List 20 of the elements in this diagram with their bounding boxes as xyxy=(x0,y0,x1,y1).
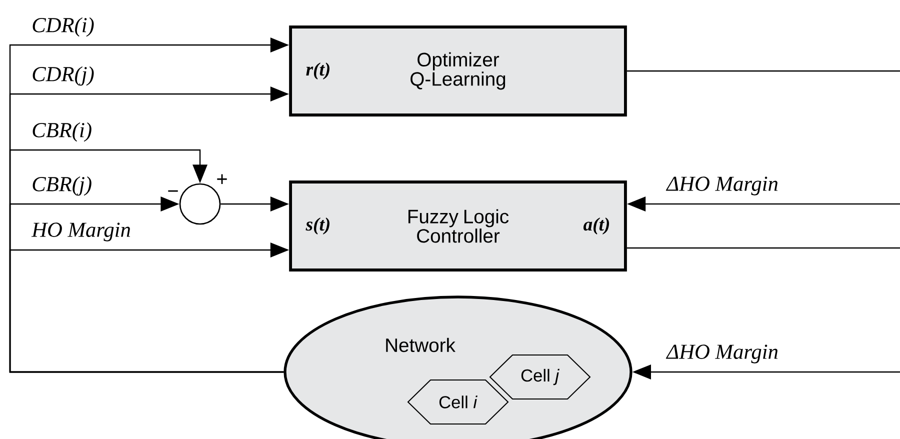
edge-label: HO Margin xyxy=(31,222,130,242)
signal-tag: s(t) xyxy=(306,218,330,234)
box-label: Network xyxy=(386,338,456,352)
edge-label: CDR(j) xyxy=(32,66,94,86)
sign-label: + xyxy=(217,174,227,184)
box-label: Fuzzy Logic Controller xyxy=(408,209,509,243)
edge-label: CDR(i) xyxy=(32,17,94,37)
edge-label: ΔHO Margin xyxy=(666,176,778,196)
signal-tag: a(t) xyxy=(583,218,610,234)
optimizer-box xyxy=(289,26,627,116)
signal-tag: r(t) xyxy=(306,62,330,80)
cell-hexagon: Cell j xyxy=(489,354,591,400)
edge-label: ΔHO Margin xyxy=(666,344,778,364)
cell-hexagon: Cell i xyxy=(407,379,509,425)
sign-label: − xyxy=(168,190,178,192)
edge-label: CBR(i) xyxy=(32,122,92,142)
edge-label: CBR(j) xyxy=(32,176,92,196)
controller-box xyxy=(289,180,627,272)
summing-junction xyxy=(179,183,221,225)
box-label: Optimizer Q-Learning xyxy=(410,52,506,90)
